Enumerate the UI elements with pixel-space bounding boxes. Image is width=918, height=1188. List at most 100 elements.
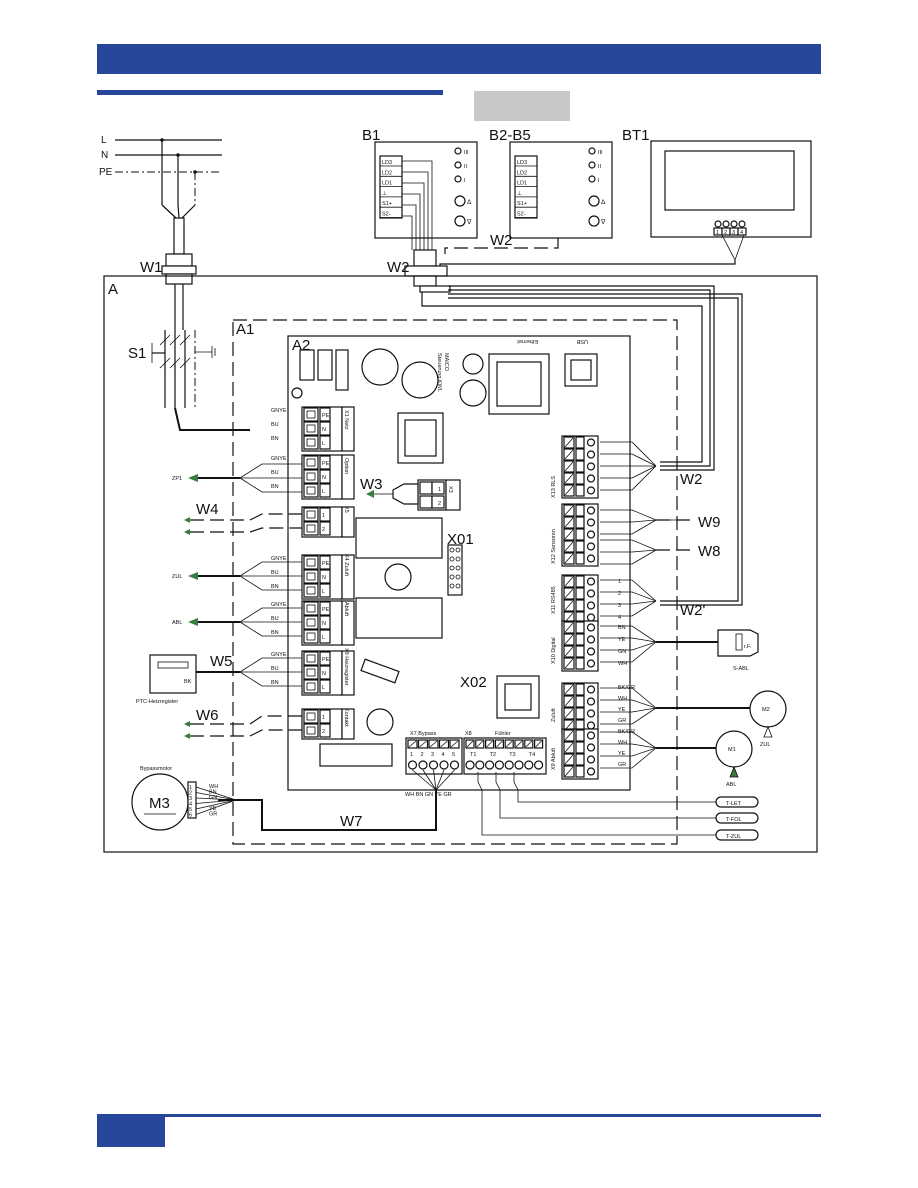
terminal-row-label: PE [322,461,330,467]
label-W2-gland: W2 [387,259,410,276]
terminal-row-label: PE [322,657,330,663]
unit-terminal-label: LD3 [382,160,392,166]
label-ethernet: Ethernet [517,338,538,344]
fuehler-pin-label: T4 [529,752,535,758]
motor-wire-label: BK/GR [618,685,635,691]
motor-wire-label: WH [618,696,627,702]
label-x12: X12 Sensoren [551,529,557,564]
label-PE: PE [99,167,113,178]
bypass-pin-label: 4 [442,752,445,758]
frame-A [103,275,818,853]
label-N: N [101,150,108,161]
label-x13: X13 RLS [551,476,557,498]
wire-color-label: GNYE [271,408,287,414]
label-rf: r.F. [744,644,752,650]
label-m1: M1 [728,747,736,753]
label-x4: X4 Zuluft [343,554,349,576]
m3-wire-label: GN [209,795,217,801]
bt1-terminal-label: 3 [732,230,735,236]
led-label: III [598,150,603,156]
rs485-label: 1 [618,579,621,585]
terminal-row-label: 1 [322,513,325,519]
motor-wire-label: GR [618,718,626,724]
bypass-pin-label: 5 [452,752,455,758]
label-zp1: ZP1 [172,476,182,482]
label-BT1: BT1 [622,127,650,144]
rs485-label: 2 [618,591,621,597]
sensor-wire-label: YE [618,637,626,643]
m3-pin-label: 1 [189,785,192,791]
terminal-row-label: N [322,575,326,581]
motor-wire-label: YE [618,751,626,757]
label-zul-left: ZUL [172,574,182,580]
wire-color-label: GNYE [271,602,287,608]
footer-rule [97,1114,821,1117]
mains-lines: L N PE [99,135,222,219]
sensor-wire-label: BN [618,625,626,631]
label-S1: S1 [128,345,146,362]
label-x5: X5 [343,506,349,513]
svg-text:Δ: Δ [467,199,472,206]
label-x8: X8 [465,731,472,737]
led-label: I [598,178,600,184]
motor-wire-label: YE [618,707,626,713]
label-A1: A1 [236,321,254,338]
led-label: III [464,150,469,156]
label-x11: X11 RS485 [551,586,557,614]
terminal-row-label: L [322,635,325,641]
wire-color-label: BU [271,422,279,428]
bt1-terminal-label: 4 [740,230,743,236]
wire-color-label: GNYE [271,652,287,658]
wire-color-label: BU [271,666,279,672]
temp-sensor-label: T-FOL [726,817,742,823]
label-W2-prime: W2' [680,602,706,619]
label-bk: BK [184,679,192,685]
wire-color-label: BN [271,584,279,590]
footer-page-box [97,1117,165,1147]
label-steuerung: Steuerung KWL [436,353,442,392]
label-x1: X1 Netz [343,410,349,430]
temp-sensor-label: T-ZUL [726,834,741,840]
unit-terminal-label: LD1 [382,181,392,187]
rs485-label: 4 [618,615,621,621]
label-abl-left: ABL [172,620,182,626]
wire-color-label: BN [271,484,279,490]
label-abluft: Abluft [343,602,349,617]
svg-text:1: 1 [438,487,441,493]
bypass-pin-label: 3 [431,752,434,758]
label-W5: W5 [210,653,233,670]
terminal-row-label: L [322,441,325,447]
rs485-label: 3 [618,603,621,609]
wire-color-label: BU [271,570,279,576]
bt1-terminal-label: 2 [724,230,727,236]
bypass-pin-label: 1 [410,752,413,758]
label-W3: W3 [360,476,383,493]
frame-A1 [232,319,678,845]
label-m2-zul: ZUL [760,742,770,748]
label-X02: X02 [460,674,487,691]
unit-terminal-label: LD2 [382,170,392,176]
label-maico: MAICO [443,353,449,372]
label-A: A [108,281,118,298]
terminal-row-label: N [322,475,326,481]
label-s-abl: S-ABL [733,666,749,672]
label-option: Option [343,458,349,474]
terminal-row-label: N [322,621,326,627]
label-kontakt: Kontakt [343,708,349,727]
wire-color-label: BN [271,630,279,636]
m3-wire-label: BN [209,790,217,796]
sensor-wire-label: WH [618,661,627,667]
header-bar [97,44,821,74]
label-x10: X10 Digital [551,637,557,664]
board-components: Ethernet USB MAICO Steuerung KWL X01 X02 [291,338,598,767]
label-x3: X3 [447,486,453,493]
svg-text:Δ: Δ [601,199,606,206]
label-x7: X7 Bypass [410,731,437,737]
m3-wire-label: GR [209,812,217,818]
